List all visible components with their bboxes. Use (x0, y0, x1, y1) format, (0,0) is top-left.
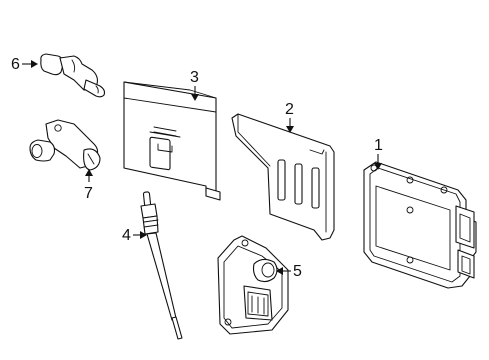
part-1-ecm (363, 161, 477, 289)
part-3-bracket (123, 81, 221, 201)
callout-4: 4 (122, 227, 147, 244)
callout-7: 7 (84, 169, 93, 202)
part-5-control-module (217, 235, 289, 335)
callout-5: 5 (276, 263, 302, 280)
callout-3-label: 3 (190, 69, 199, 86)
callout-2: 2 (285, 101, 294, 133)
part-2-bracket (231, 113, 335, 241)
callout-2-label: 2 (285, 101, 294, 118)
part-4-glow-plug (140, 191, 183, 340)
part-7-sensor (29, 119, 101, 171)
callout-6-label: 6 (11, 56, 20, 73)
callout-3: 3 (190, 69, 199, 101)
callout-6: 6 (11, 56, 38, 73)
callout-1-label: 1 (374, 137, 383, 154)
callout-7-label: 7 (84, 185, 93, 202)
part-6-connector (40, 53, 106, 98)
callout-5-label: 5 (293, 263, 302, 280)
callout-1: 1 (374, 137, 383, 170)
callout-4-label: 4 (122, 227, 131, 244)
